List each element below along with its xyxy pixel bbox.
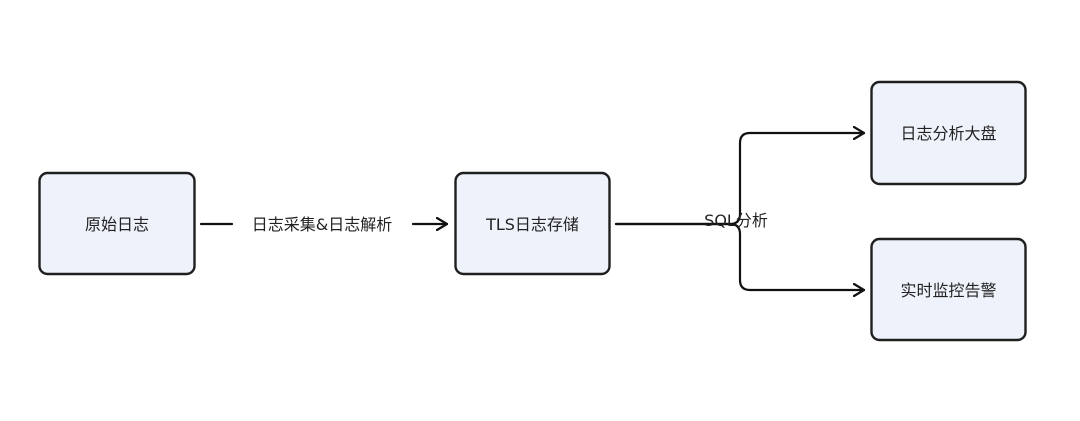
edge-collect-parse: 日志采集&日志解析 [199, 215, 449, 234]
node-raw-logs: 原始日志 [38, 171, 196, 276]
sql-to-alerting-arrow [614, 222, 866, 290]
node-alerting-label: 实时监控告警 [900, 281, 996, 300]
node-dashboard-box [870, 80, 1027, 186]
collect-parse-label: 日志采集&日志解析 [252, 215, 392, 234]
edge-sql-analysis: SQL分析 [614, 133, 866, 290]
node-dashboard-label: 日志分析大盘 [900, 124, 996, 143]
node-tls-storage-label: TLS日志存储 [485, 215, 579, 234]
node-tls-storage-box [454, 171, 611, 276]
node-tls-storage: TLS日志存储 [454, 171, 611, 276]
sql-analysis-label: SQL分析 [704, 211, 768, 230]
node-dashboard: 日志分析大盘 [870, 80, 1027, 186]
node-raw-logs-label: 原始日志 [85, 215, 149, 234]
node-raw-logs-box [38, 171, 196, 276]
node-alerting: 实时监控告警 [870, 237, 1027, 342]
node-alerting-box [870, 237, 1027, 342]
